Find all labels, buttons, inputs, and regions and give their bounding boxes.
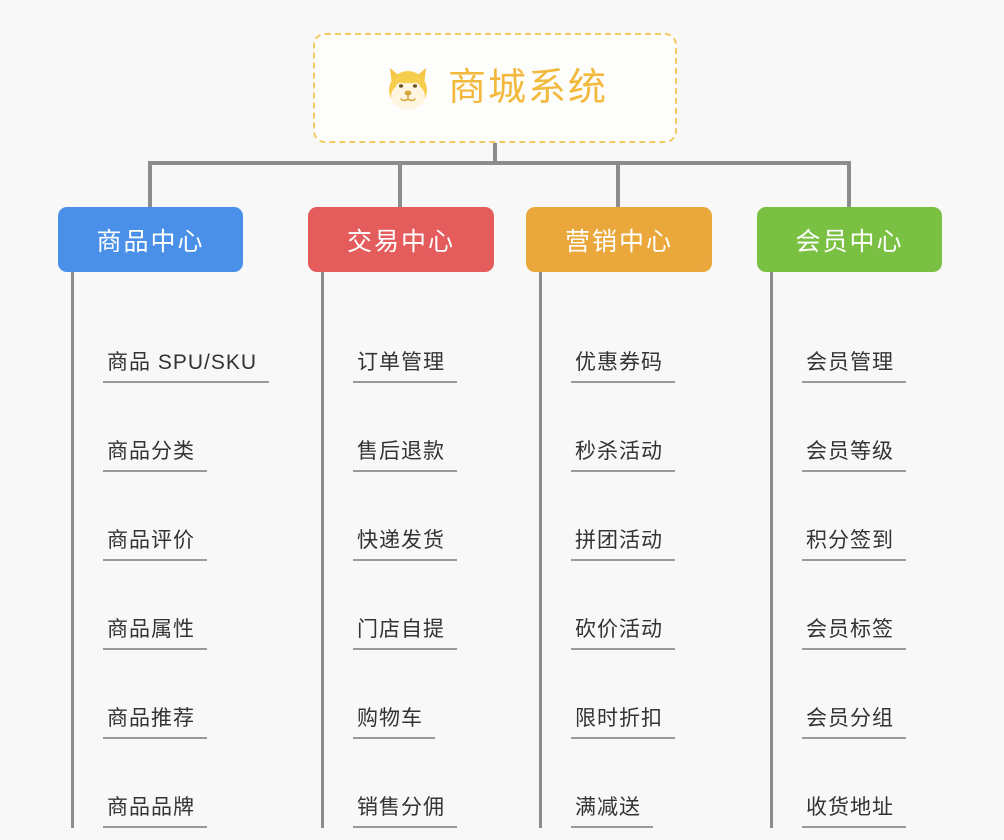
list-item[interactable]: 限时折扣 — [542, 650, 712, 739]
root-title: 商城系统 — [447, 67, 608, 109]
list-item[interactable]: 满减送 — [542, 739, 712, 828]
list-item[interactable]: 商品品牌 — [74, 739, 269, 828]
list-item-label: 销售分佣 — [357, 795, 445, 819]
list-item-label: 商品品牌 — [107, 795, 195, 819]
list-item[interactable]: 秒杀活动 — [542, 383, 712, 472]
connector-horizontal-bar — [148, 161, 851, 165]
branch-header-label: 交易中心 — [346, 227, 455, 256]
list-item-label: 商品属性 — [107, 617, 195, 641]
list-item-label: 商品推荐 — [107, 706, 195, 730]
connector-drop-4 — [847, 161, 851, 207]
list-item[interactable]: 拼团活动 — [542, 472, 712, 561]
list-item[interactable]: 商品属性 — [74, 561, 269, 650]
list-item[interactable]: 商品推荐 — [74, 650, 269, 739]
list-item-label: 售后退款 — [357, 439, 445, 463]
branch-items-1: 商品 SPU/SKU 商品分类 商品评价 商品属性 商品推荐 商品品牌 — [71, 272, 270, 828]
list-item[interactable]: 快递发货 — [324, 472, 494, 561]
branch-items-2: 订单管理 售后退款 快递发货 门店自提 购物车 销售分佣 — [321, 272, 494, 828]
list-item[interactable]: 会员等级 — [773, 383, 942, 472]
list-item[interactable]: 订单管理 — [324, 294, 494, 383]
list-item-label: 满减送 — [575, 795, 641, 819]
list-item-label: 购物车 — [357, 706, 423, 730]
branch-header-4[interactable]: 会员中心 — [757, 207, 942, 272]
list-item[interactable]: 销售分佣 — [324, 739, 494, 828]
list-item[interactable]: 商品分类 — [74, 383, 269, 472]
list-item-label: 会员标签 — [806, 617, 894, 641]
branch-header-label: 商品中心 — [96, 227, 205, 256]
list-item[interactable]: 收货地址 — [773, 739, 942, 828]
list-item-label: 积分签到 — [806, 528, 894, 552]
connector-stem — [493, 143, 497, 163]
branch-header-1[interactable]: 商品中心 — [58, 207, 243, 272]
list-item[interactable]: 购物车 — [324, 650, 494, 739]
dog-face-icon — [382, 62, 434, 114]
branch-items-4: 会员管理 会员等级 积分签到 会员标签 会员分组 收货地址 — [770, 272, 942, 828]
branch-items-3: 优惠券码 秒杀活动 拼团活动 砍价活动 限时折扣 满减送 — [539, 272, 712, 828]
list-item[interactable]: 会员分组 — [773, 650, 942, 739]
list-item[interactable]: 砍价活动 — [542, 561, 712, 650]
list-item-label: 快递发货 — [357, 528, 445, 552]
list-item-label: 商品评价 — [107, 528, 195, 552]
list-item[interactable]: 优惠券码 — [542, 294, 712, 383]
branch-header-3[interactable]: 营销中心 — [526, 207, 712, 272]
list-item-label: 拼团活动 — [575, 528, 663, 552]
connector-drop-2 — [398, 161, 402, 207]
branch-column-2: 交易中心 订单管理 售后退款 快递发货 门店自提 购物车 销售分佣 — [308, 207, 494, 828]
list-item-label: 订单管理 — [357, 350, 445, 374]
list-item-label: 会员等级 — [806, 439, 894, 463]
list-item-label: 收货地址 — [806, 795, 894, 819]
list-item[interactable]: 会员管理 — [773, 294, 942, 383]
list-item-label: 限时折扣 — [575, 706, 663, 730]
list-item[interactable]: 售后退款 — [324, 383, 494, 472]
branch-header-2[interactable]: 交易中心 — [308, 207, 494, 272]
list-item-label: 会员管理 — [806, 350, 894, 374]
list-item-label: 商品 SPU/SKU — [107, 350, 258, 374]
branch-column-4: 会员中心 会员管理 会员等级 积分签到 会员标签 会员分组 收货地址 — [757, 207, 942, 828]
root-node[interactable]: 商城系统 — [313, 33, 677, 143]
list-item-label: 优惠券码 — [575, 350, 663, 374]
list-item[interactable]: 商品评价 — [74, 472, 269, 561]
branch-column-1: 商品中心 商品 SPU/SKU 商品分类 商品评价 商品属性 商品推荐 商品品牌 — [58, 207, 270, 828]
list-item-label: 秒杀活动 — [575, 439, 663, 463]
branch-header-label: 营销中心 — [564, 227, 673, 256]
branch-column-3: 营销中心 优惠券码 秒杀活动 拼团活动 砍价活动 限时折扣 满减送 — [526, 207, 712, 828]
list-item-label: 商品分类 — [107, 439, 195, 463]
list-item[interactable]: 积分签到 — [773, 472, 942, 561]
list-item-label: 砍价活动 — [575, 617, 663, 641]
list-item[interactable]: 商品 SPU/SKU — [74, 294, 270, 383]
connector-drop-3 — [616, 161, 620, 207]
list-item-label: 会员分组 — [806, 706, 894, 730]
list-item-label: 门店自提 — [357, 617, 445, 641]
list-item[interactable]: 门店自提 — [324, 561, 494, 650]
connector-drop-1 — [148, 161, 152, 207]
list-item[interactable]: 会员标签 — [773, 561, 942, 650]
branch-header-label: 会员中心 — [795, 227, 904, 256]
